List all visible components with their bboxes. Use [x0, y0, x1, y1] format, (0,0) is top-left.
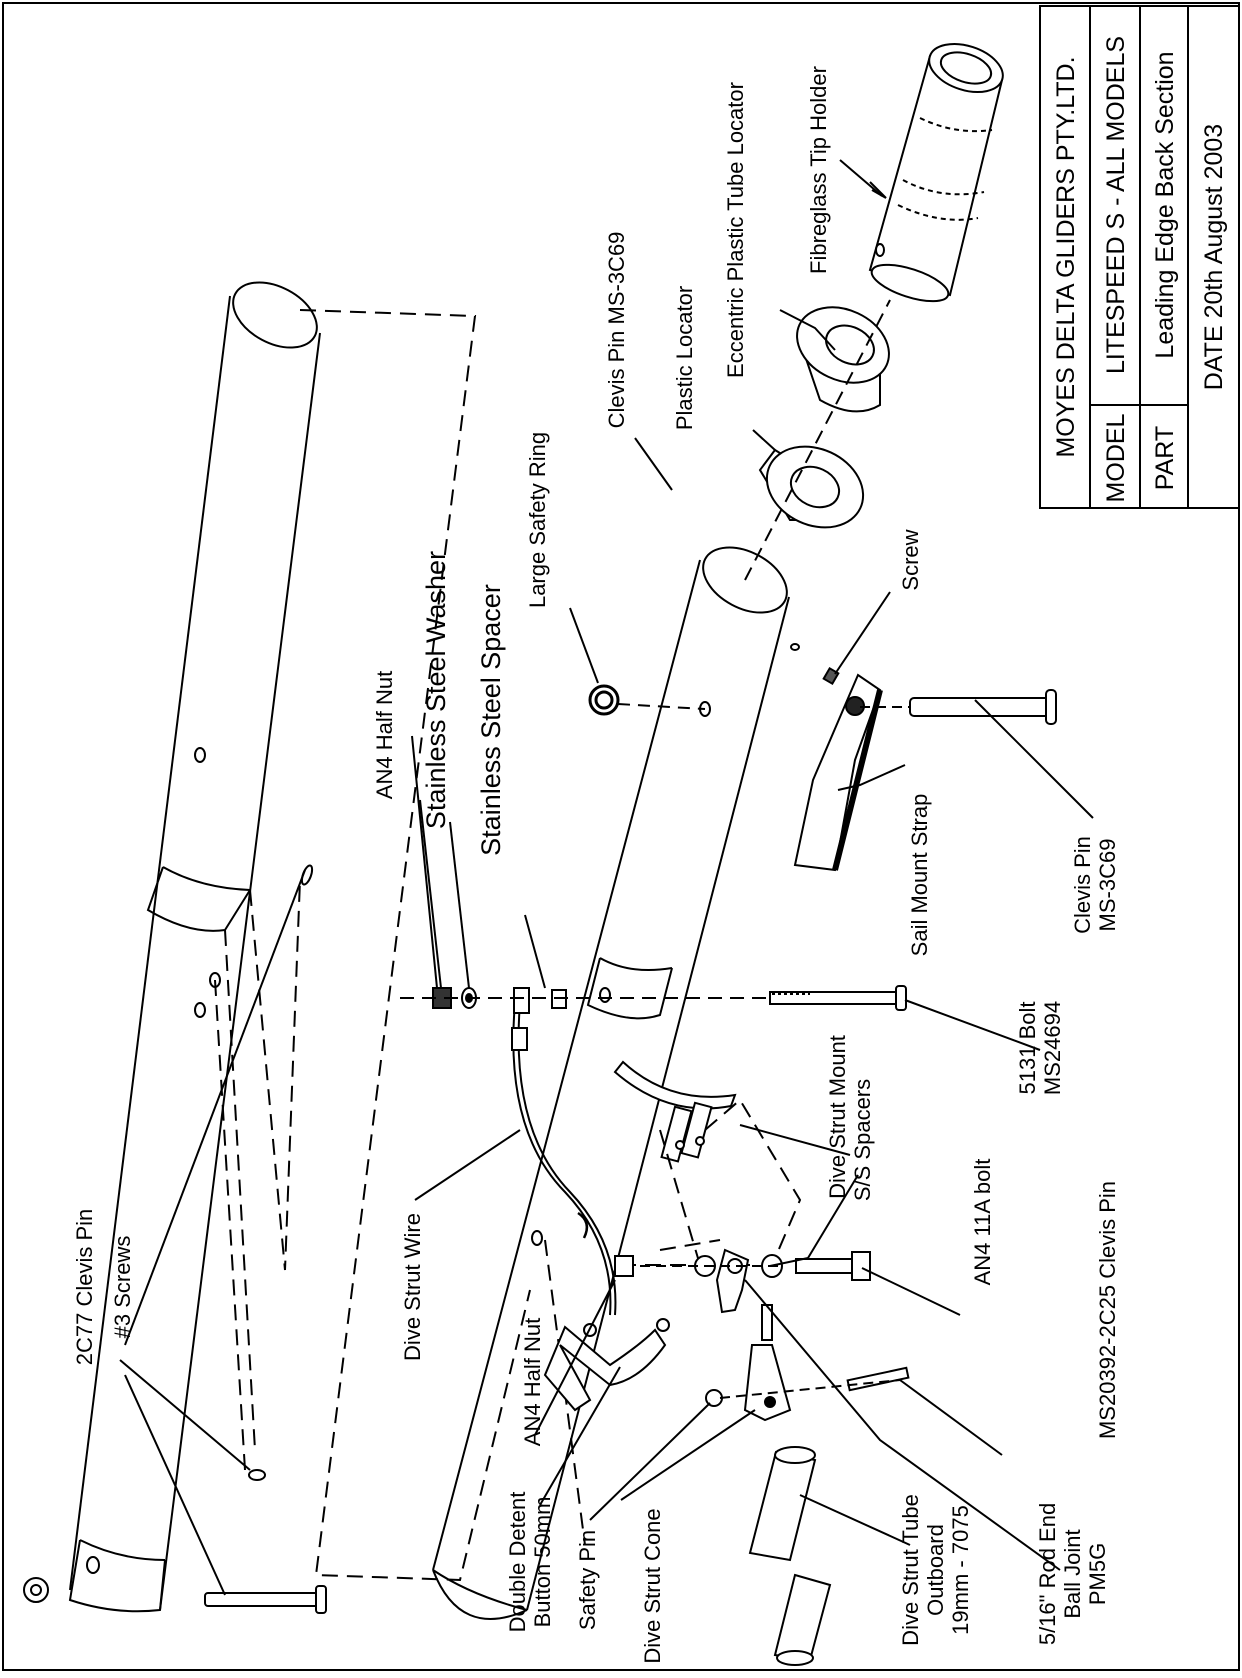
leader-arrows	[119, 159, 1094, 1596]
label-sail-mount-strap: Sail Mount Strap	[907, 794, 932, 957]
label-fibreglass-tip-holder: Fibreglass Tip Holder	[806, 66, 831, 274]
label-ms20392-clevis-pin: MS20392-2C25 Clevis Pin	[1095, 1181, 1120, 1439]
label-ss-spacers: S/S Spacers	[850, 1079, 875, 1201]
upper-tube-section	[68, 281, 321, 1613]
label-screw: Screw	[898, 529, 923, 590]
tube-axis-line	[744, 299, 891, 581]
ring-pin-top-left	[23, 1577, 49, 1603]
eccentric-plastic-tube-locator	[796, 306, 890, 413]
dive-strut-tube	[748, 1446, 832, 1666]
label-bolt-5131-1: 5131 Bolt	[1015, 1002, 1040, 1095]
label-ss-spacer: Stainless Steel Spacer	[476, 584, 506, 856]
double-detent-button	[543, 1318, 670, 1412]
label-dive-strut-tube-1: Dive Strut Tube	[898, 1494, 923, 1646]
drawing-date: DATE 20th August 2003	[1200, 124, 1228, 390]
label-clevis-pin-top: Clevis Pin MS-3C69	[604, 232, 629, 429]
label-clevis-pin-right-2: MS-3C69	[1095, 839, 1120, 932]
label-dive-strut-tube-2: Outboard	[923, 1524, 948, 1616]
label-dive-strut-mount: Dive Strut Mount	[825, 1035, 850, 1199]
plastic-locator	[758, 445, 865, 529]
label-screws-3: #3 Screws	[110, 1236, 135, 1339]
rod-end-ball-joint	[694, 1248, 783, 1314]
label-rod-end-3: PM5G	[1085, 1543, 1110, 1605]
dive-strut-wire	[511, 987, 617, 1316]
ms20392-clevis-pin-part	[846, 1366, 910, 1392]
dive-strut-cone	[743, 1304, 792, 1422]
label-dive-strut-wire: Dive Strut Wire	[400, 1213, 425, 1361]
clevis-pin-2c77	[204, 1585, 327, 1614]
hardware-stack-top	[400, 987, 800, 1009]
label-plastic-locator: Plastic Locator	[672, 286, 697, 430]
model-label: MODEL	[1102, 413, 1130, 502]
label-eccentric-locator: Eccentric Plastic Tube Locator	[723, 82, 748, 378]
part-value: Leading Edge Back Section	[1151, 51, 1179, 358]
label-rod-end-1: 5/16" Rod End	[1035, 1503, 1060, 1645]
label-dive-strut-tube-3: 19mm - 7075	[948, 1505, 973, 1635]
label-dive-strut-cone: Dive Strut Cone	[640, 1508, 665, 1663]
fibreglass-tip-holder	[868, 43, 1004, 303]
label-rod-end-2: Ball Joint	[1060, 1529, 1085, 1618]
label-safety-pin: Safety Pin	[575, 1530, 600, 1630]
large-safety-ring	[588, 684, 706, 716]
screws-3	[248, 864, 314, 1481]
callout-labels: Fibreglass Tip Holder Eccentric Plastic …	[72, 66, 1120, 1664]
label-large-safety-ring: Large Safety Ring	[525, 432, 550, 608]
label-an4-half-nut-top: AN4 Half Nut	[372, 671, 397, 799]
pin-axis	[719, 1379, 901, 1399]
label-double-detent-2: Button 50mm	[530, 1497, 555, 1628]
sail-mount-strap	[790, 643, 883, 872]
part-label: PART	[1151, 426, 1179, 490]
clevis-pin-ms3c69	[860, 689, 1057, 725]
title-block: MOYES DELTA GLIDERS PTY.LTD. MODEL LITES…	[1039, 5, 1240, 509]
bolt-5131	[769, 985, 907, 1011]
label-clevis-pin-right-1: Clevis Pin	[1070, 836, 1095, 934]
company-name: MOYES DELTA GLIDERS PTY.LTD.	[1052, 56, 1080, 457]
label-an4-11a-bolt: AN4 11A bolt	[970, 1159, 995, 1286]
label-an4-half-nut-bottom: AN4 Half Nut	[520, 1318, 545, 1446]
label-ss-washer: Stainless Steel Washer	[421, 551, 451, 829]
label-2c77-clevis-pin: 2C77 Clevis Pin	[72, 1209, 97, 1366]
label-double-detent-1: Double Detent	[505, 1492, 530, 1633]
an4-11a-bolt	[795, 1251, 871, 1281]
an4-half-nut-lower	[614, 1255, 634, 1277]
dive-strut-mount	[613, 1060, 737, 1163]
model-value: LITESPEED S - ALL MODELS	[1102, 36, 1130, 374]
label-bolt-5131-2: MS24694	[1040, 1001, 1065, 1095]
